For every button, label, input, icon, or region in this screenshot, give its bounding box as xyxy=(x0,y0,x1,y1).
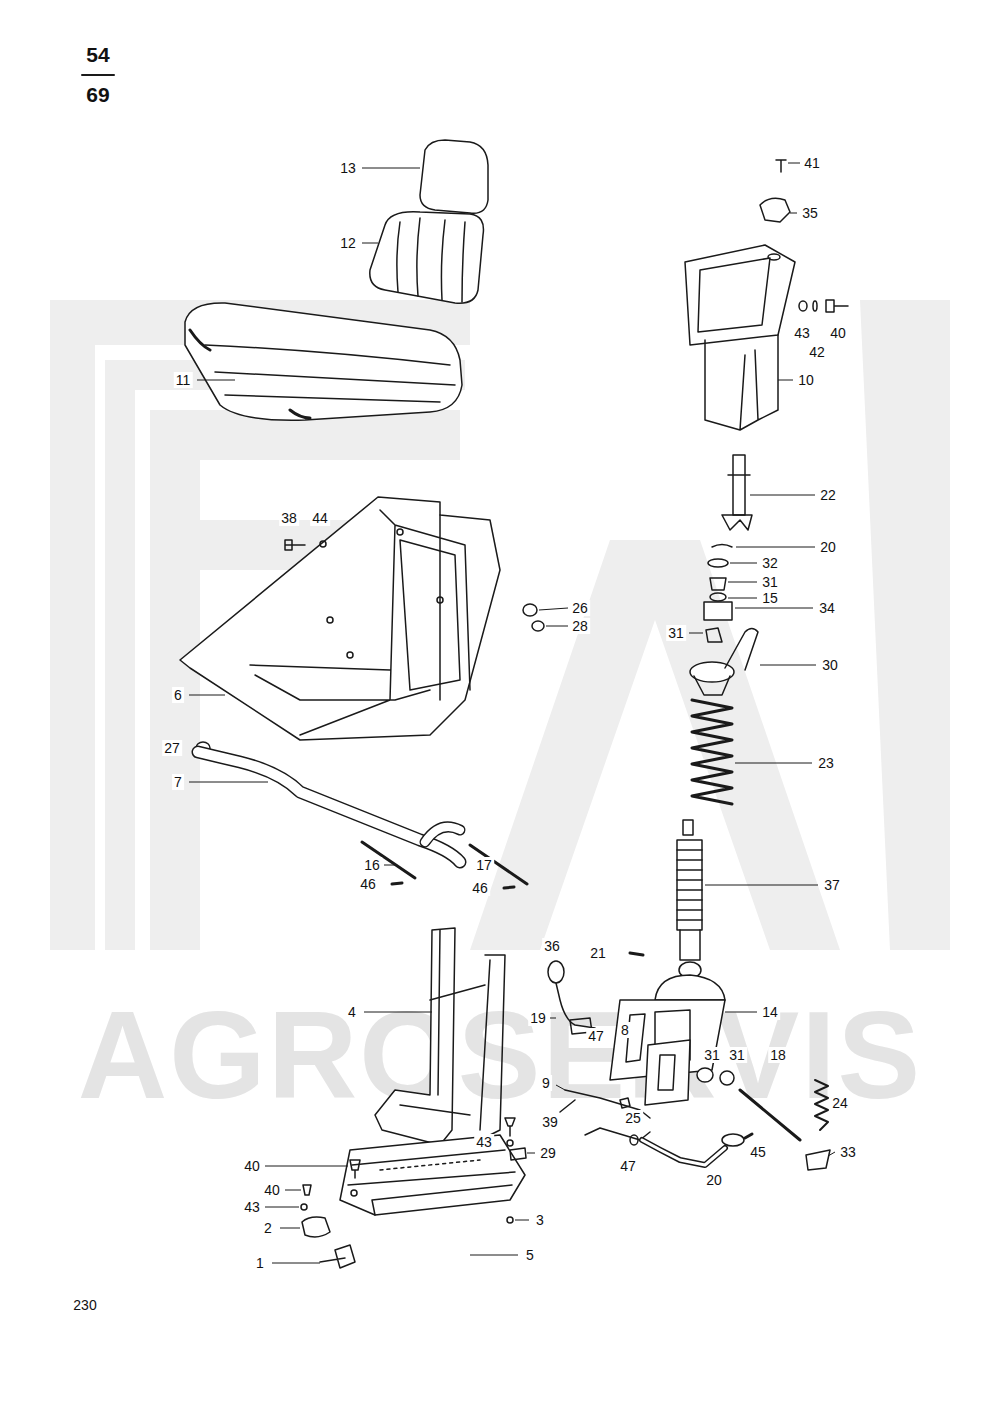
callout-number: 35 xyxy=(800,205,820,221)
callout-number: 34 xyxy=(817,600,837,616)
page-reference: 69 xyxy=(84,87,111,103)
callout-number: 14 xyxy=(760,1004,780,1020)
callout-number: 1 xyxy=(254,1255,266,1271)
callout-number: 31 xyxy=(666,625,686,641)
callout-number: 20 xyxy=(818,539,838,555)
callout-number: 42 xyxy=(807,344,827,360)
callout-number: 33 xyxy=(838,1144,858,1160)
callout-number: 3 xyxy=(534,1212,546,1228)
callout-number: 18 xyxy=(768,1047,788,1063)
callout-number: 31 xyxy=(760,574,780,590)
callout-number: 40 xyxy=(242,1158,262,1174)
callout-number: 11 xyxy=(174,372,193,388)
leader-lines xyxy=(189,163,835,1263)
callout-number: 31 xyxy=(727,1047,747,1063)
watermark: AGROSERVIS xyxy=(76,990,925,1120)
callout-number: 25 xyxy=(623,1110,643,1126)
callout-number: 17 xyxy=(474,857,494,873)
callout-number: 15 xyxy=(760,590,780,606)
watermark-logo xyxy=(50,300,950,950)
callout-number: 9 xyxy=(540,1075,552,1091)
callout-number: 23 xyxy=(816,755,836,771)
callout-number: 24 xyxy=(830,1095,850,1111)
callout-number: 5 xyxy=(524,1247,536,1263)
callout-number: 47 xyxy=(618,1158,638,1174)
callout-number: 36 xyxy=(542,938,562,954)
callout-number: 30 xyxy=(820,657,840,673)
callout-number: 43 xyxy=(242,1199,262,1215)
callout-number: 47 xyxy=(586,1028,606,1044)
callout-number: 46 xyxy=(358,876,378,892)
callout-number: 6 xyxy=(172,687,184,703)
callout-number: 2 xyxy=(262,1220,274,1236)
callout-number: 41 xyxy=(802,155,822,171)
callout-number: 19 xyxy=(528,1010,548,1026)
callout-number: 26 xyxy=(570,600,590,616)
callout-number: 43 xyxy=(474,1134,494,1150)
callout-number: 38 xyxy=(279,510,299,526)
callout-number: 40 xyxy=(828,325,848,341)
callout-number: 20 xyxy=(704,1172,724,1188)
callout-number: 28 xyxy=(570,618,590,634)
callout-number: 27 xyxy=(162,740,182,756)
callout-number: 13 xyxy=(338,160,358,176)
callout-number: 32 xyxy=(760,555,780,571)
callout-number: 7 xyxy=(172,774,184,790)
callout-number: 44 xyxy=(310,510,330,526)
callout-number: 22 xyxy=(818,487,838,503)
callout-number: 21 xyxy=(588,945,608,961)
callout-number: 4 xyxy=(346,1004,358,1020)
callout-number: 230 xyxy=(71,1297,98,1313)
callout-number: 39 xyxy=(540,1114,560,1130)
callout-number: 31 xyxy=(702,1047,722,1063)
callout-number: 40 xyxy=(262,1182,282,1198)
callout-number: 16 xyxy=(362,857,382,873)
callout-number: 43 xyxy=(792,325,812,341)
callout-number: 8 xyxy=(619,1022,631,1038)
callout-number: 37 xyxy=(822,877,842,893)
callout-number: 46 xyxy=(470,880,490,896)
callout-number: 45 xyxy=(748,1144,768,1160)
callout-number: 29 xyxy=(538,1145,558,1161)
callout-number: 12 xyxy=(338,235,358,251)
page-reference: 54 xyxy=(84,47,111,63)
callout-number: 10 xyxy=(796,372,816,388)
